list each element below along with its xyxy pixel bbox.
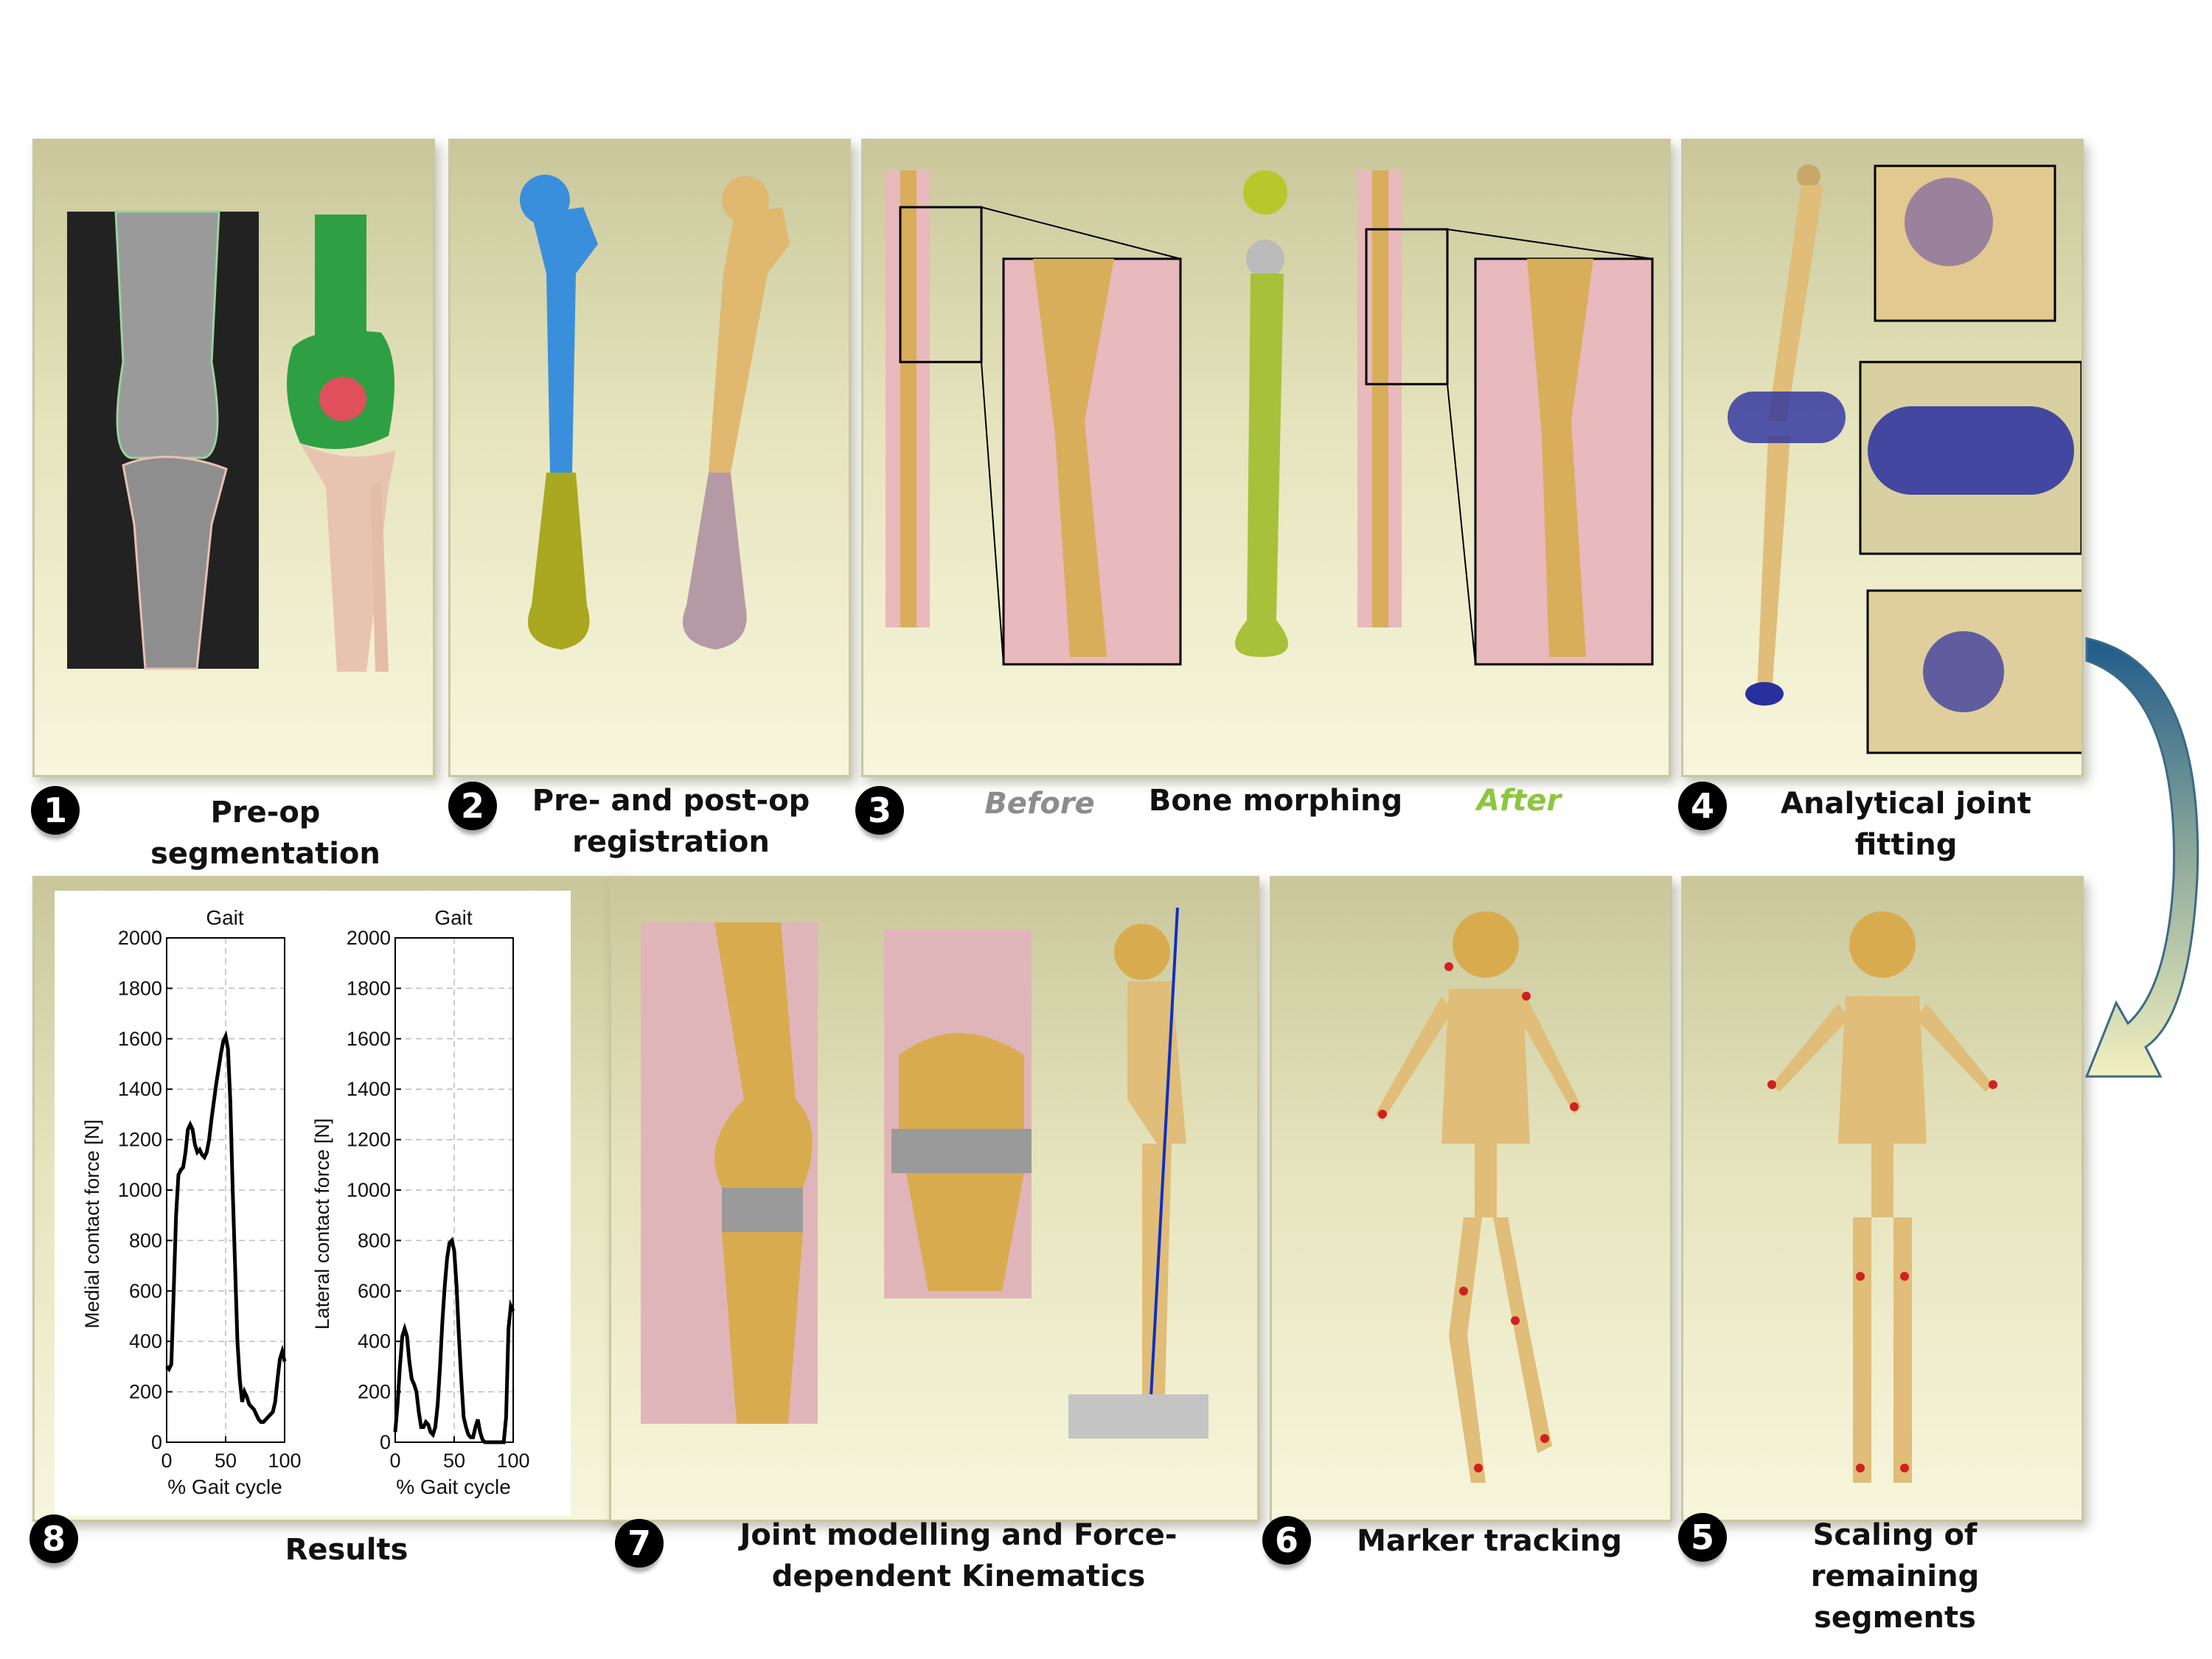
step-label-registration: Pre- and post-op registration [532,784,810,859]
step-label-after: After [1476,784,1562,818]
medial-y-tick-label-1: 200 [129,1381,162,1403]
panel-joint-fitting [1681,139,2084,777]
medial-y-tick-label-2: 400 [129,1330,162,1352]
knee-joint-model-and-skeleton-illustration [641,907,1208,1439]
lateral-x-tick-label-2: 100 [496,1450,529,1472]
lateral-contact-force-chart: Gait % Gait cycle Lateral contact force … [313,906,530,1498]
lateral-chart-x-ticks: 0 50 100 [389,1436,530,1472]
lateral-y-tick-label-0: 0 [380,1431,391,1453]
medial-x-tick-label-0: 0 [161,1450,172,1472]
medial-y-tick-label-6: 1200 [118,1129,162,1151]
lateral-y-tick-label-7: 1400 [347,1078,391,1100]
step-label-scaling: Scaling of remaining segments [1810,1518,1980,1635]
medial-y-tick-label-4: 800 [129,1229,162,1251]
lateral-chart-frame [394,937,514,1443]
medial-chart-x-label: % Gait cycle [167,1475,282,1498]
step-label-results: Results [285,1533,408,1567]
medial-x-tick-label-1: 50 [215,1450,237,1472]
medial-chart-grid [167,937,285,1443]
step-label-bone-morphing: Bone morphing [1148,784,1403,818]
step-number-7: 7 [615,1519,664,1568]
step-number-6: 6 [1262,1516,1311,1565]
lateral-x-tick-label-0: 0 [389,1450,400,1472]
medial-y-tick-label-5: 1000 [118,1179,162,1201]
lateral-y-tick-label-10: 2000 [347,927,391,949]
medial-y-tick-label-0: 0 [151,1431,162,1453]
ct-scan-and-knee-segmentation-illustration [67,210,396,672]
panel-marker-tracking [1270,876,1672,1522]
medial-y-tick-label-8: 1600 [118,1028,162,1050]
step-number-3: 3 [855,786,904,835]
lateral-y-tick-label-2: 400 [358,1330,391,1352]
lateral-chart-y-label: Lateral contact force [N] [313,1119,333,1330]
step-label-pre-op-segmentation: Pre-op segmentation [150,796,380,871]
panel-scaling [1681,876,2084,1522]
lateral-chart-title: Gait [434,906,473,929]
step-number-1: 1 [31,786,80,835]
lateral-chart-y-ticks: 0 200 400 600 800 1000 1200 1400 1600 1800 2000 [347,927,401,1453]
panel-pre-op-segmentation [32,139,435,777]
medial-y-tick-label-7: 1400 [118,1078,162,1100]
medial-chart-title: Gait [206,906,244,929]
medial-force-series-line [165,1030,287,1425]
analytical-joint-fitting-illustration [1728,164,2081,754]
lateral-y-tick-label-9: 1800 [347,977,391,999]
medial-chart-y-label: Medial contact force [N] [81,1119,103,1329]
femur-registration-illustration [520,175,790,650]
medial-chart-y-ticks: 0 200 400 600 800 1000 1200 1400 1600 1800 2000 [118,927,173,1453]
lateral-y-tick-label-1: 200 [358,1381,391,1403]
medial-chart-frame [166,937,285,1443]
results-chart-area: Gait % Gait cycle Medial contact force [… [55,891,571,1516]
step-label-joint-fitting: Analytical joint fitting [1781,787,2031,862]
step-label-before: Before [984,787,1095,821]
medial-contact-force-chart: Gait % Gait cycle Medial contact force [… [81,906,302,1498]
lateral-y-tick-label-5: 1000 [347,1179,391,1201]
lateral-y-tick-label-3: 600 [358,1280,391,1302]
panel-registration [448,139,851,777]
step-number-4: 4 [1678,782,1727,830]
medial-x-tick-label-2: 100 [268,1450,301,1472]
step-number-2: 2 [448,782,497,830]
medial-y-tick-label-9: 1800 [118,977,162,999]
lateral-y-tick-label-6: 1200 [347,1129,391,1151]
panel-bone-morphing [861,139,1671,777]
lateral-x-tick-label-1: 50 [443,1450,465,1472]
marker-tracking-skeleton-illustration [1375,911,1582,1483]
medial-y-tick-label-3: 600 [129,1280,162,1302]
step-label-marker-tracking: Marker tracking [1357,1524,1622,1558]
panel-joint-modelling [609,876,1259,1522]
lateral-chart-x-label: % Gait cycle [396,1475,511,1498]
medial-y-tick-label-10: 2000 [118,927,162,949]
lateral-y-tick-label-4: 800 [358,1229,391,1251]
lateral-y-tick-label-8: 1600 [347,1028,391,1050]
bone-morphing-illustration [886,170,1654,666]
step-number-5: 5 [1678,1513,1727,1562]
scaled-skeleton-illustration [1767,911,1997,1483]
lateral-chart-grid [395,937,513,1443]
flow-arrow-icon [2084,637,2199,1078]
step-number-8: 8 [29,1514,78,1563]
step-label-joint-modelling: Joint modelling and Force-dependent Kine… [740,1518,1178,1593]
